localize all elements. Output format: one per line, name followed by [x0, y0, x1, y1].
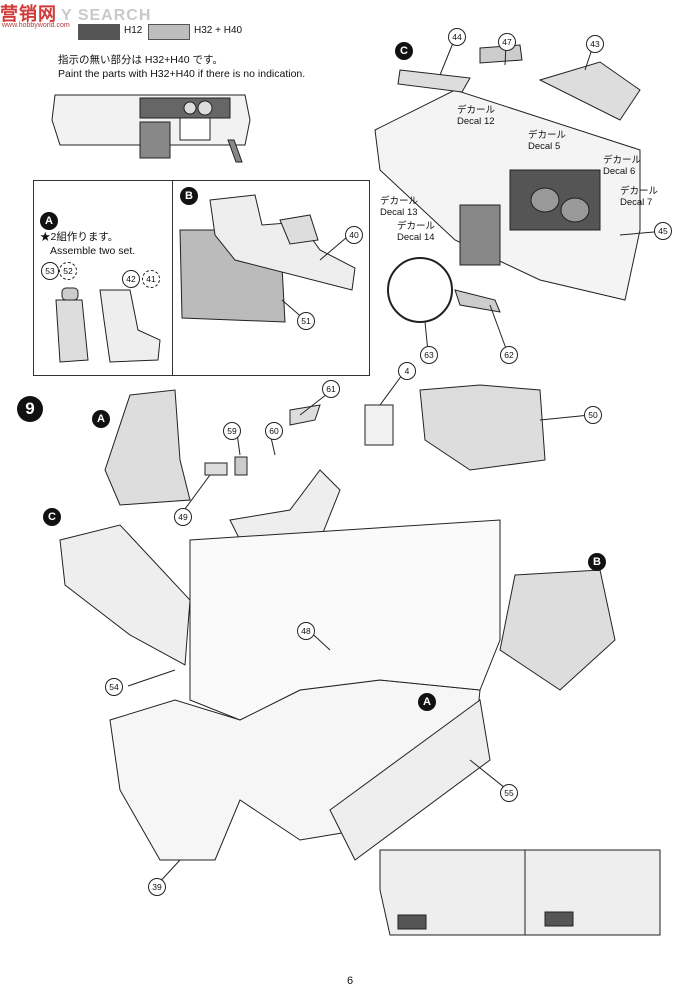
paint-swatch-light-label: H32 + H40 [194, 25, 243, 36]
part-number: 41 [142, 270, 160, 288]
subassembly-b-label: B [180, 187, 198, 205]
part-number: 54 [105, 678, 123, 696]
decal-callout: デカール Decal 12 [457, 105, 496, 127]
decal-callout: デカール Decal 14 [397, 221, 436, 243]
step-number: 9 [17, 396, 43, 422]
part-number: 40 [345, 226, 363, 244]
subassembly-a-note-jp: ★2組作ります。 [40, 231, 119, 243]
subassembly-ref-c: C [43, 508, 61, 526]
part-number: 39 [148, 878, 166, 896]
part-number: 53 [41, 262, 59, 280]
decal-callout: デカール Decal 6 [603, 155, 642, 177]
part-number: 49 [174, 508, 192, 526]
part-number: 43 [586, 35, 604, 53]
part-number: 47 [498, 33, 516, 51]
part-number: 62 [500, 346, 518, 364]
part-number: 55 [500, 784, 518, 802]
paint-note-jp: 指示の無い部分は H32+H40 です。 [58, 54, 223, 66]
paint-swatch-dark [78, 24, 120, 40]
part-number: 59 [223, 422, 241, 440]
part-number: 50 [584, 406, 602, 424]
page-number: 6 [346, 975, 354, 987]
part-number: 4 [398, 362, 416, 380]
part-number: 60 [265, 422, 283, 440]
decal-callout: デカール Decal 5 [528, 130, 567, 152]
part-number: 44 [448, 28, 466, 46]
paint-swatch-light [148, 24, 190, 40]
part-number: 52 [59, 262, 77, 280]
subassembly-ref-a: A [418, 693, 436, 711]
decal-callout: デカール Decal 7 [620, 186, 659, 208]
watermark-url: www.hobbyworld.com [2, 22, 70, 29]
part-number: 51 [297, 312, 315, 330]
subassembly-ref-a: A [92, 410, 110, 428]
subassembly-a-note-en: Assemble two set. [50, 245, 136, 257]
paint-swatch-dark-label: H12 [124, 25, 143, 36]
part-number: 61 [322, 380, 340, 398]
decal-callout: デカール Decal 13 [380, 196, 419, 218]
part-number: 42 [122, 270, 140, 288]
subassembly-a-label: A [40, 212, 58, 230]
paint-note-en: Paint the parts with H32+H40 if there is… [58, 68, 306, 80]
subassembly-c-label: C [395, 42, 413, 60]
part-number: 45 [654, 222, 672, 240]
subassembly-b-box [171, 180, 370, 376]
subassembly-a-box [33, 180, 173, 376]
part-number: 48 [297, 622, 315, 640]
part-number: 63 [420, 346, 438, 364]
subassembly-ref-b: B [588, 553, 606, 571]
